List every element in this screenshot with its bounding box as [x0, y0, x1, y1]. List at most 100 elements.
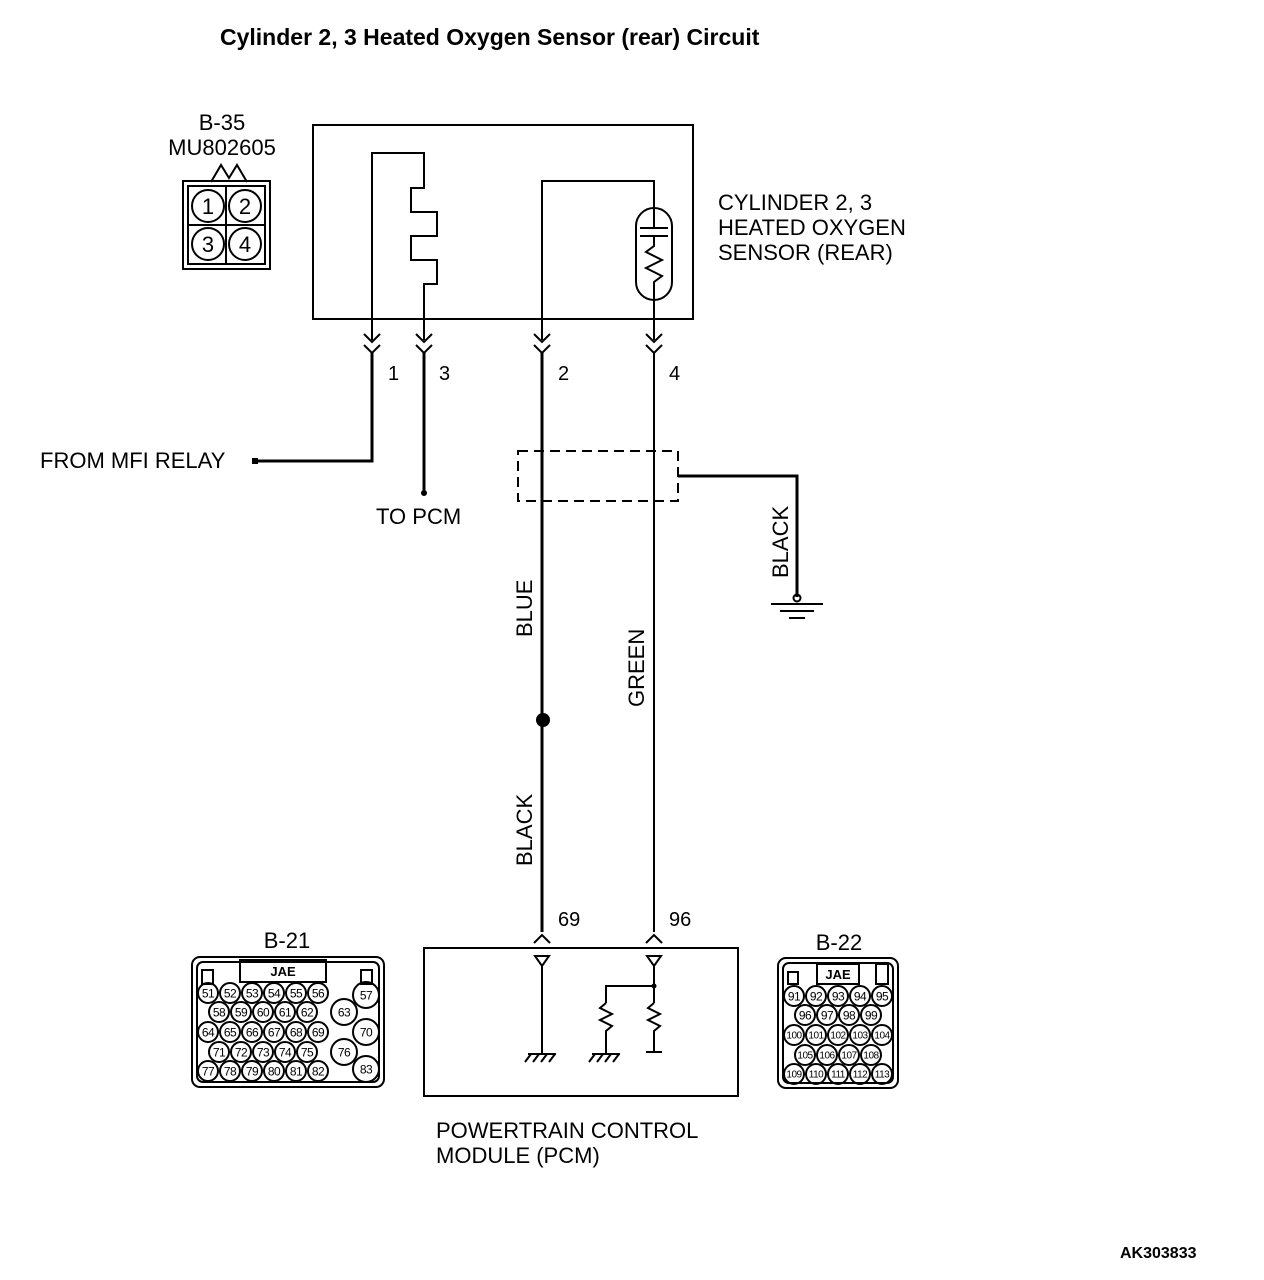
b21-pin — [352, 981, 380, 1009]
b21-pin — [330, 1038, 358, 1066]
b21-pin-label: 78 — [224, 1064, 237, 1078]
b21-pin — [285, 1021, 307, 1043]
pin-4-label: 4 — [669, 363, 680, 385]
pcm-pin-96-label: 96 — [669, 909, 691, 931]
connector-b22-body — [777, 957, 899, 1089]
b22-pin — [849, 1024, 871, 1046]
b22-pin-label: 111 — [831, 1070, 846, 1081]
b22-pin — [794, 1004, 816, 1026]
b22-pin — [838, 1044, 860, 1066]
b22-pin-label: 96 — [799, 1008, 812, 1022]
b21-pin-label: 80 — [268, 1064, 281, 1078]
pcm-label-line1: POWERTRAIN CONTROL — [436, 1118, 698, 1143]
b21-pin-label: 60 — [257, 1005, 270, 1019]
pin-2-label: 2 — [558, 363, 569, 385]
b21-pin — [219, 1060, 241, 1082]
b21-pin — [230, 1041, 252, 1063]
b22-pin-label: 113 — [875, 1070, 890, 1081]
pcm-pin-69-label: 69 — [558, 909, 580, 931]
connector-b21-maker: JAE — [270, 964, 296, 979]
b21-pin — [197, 1021, 219, 1043]
b22-pin — [849, 1063, 871, 1085]
b21-pin-label: 79 — [246, 1064, 259, 1078]
b35-pin-1-label: 1 — [202, 194, 214, 219]
b21-pin-label: 83 — [360, 1062, 373, 1076]
b22-pin-label: 98 — [843, 1008, 856, 1022]
b21-pin-label: 65 — [224, 1025, 237, 1039]
b22-pin-label: 107 — [841, 1051, 857, 1062]
b21-pin-label: 63 — [338, 1005, 351, 1019]
b21-pin — [263, 982, 285, 1004]
b22-pin — [871, 985, 893, 1007]
b21-pin — [252, 1001, 274, 1023]
b21-pin — [263, 1021, 285, 1043]
b21-pin — [307, 982, 329, 1004]
connector-b21-id: B-21 — [264, 928, 310, 953]
sensor-box — [312, 124, 694, 320]
b21-pin-label: 73 — [257, 1045, 270, 1059]
b22-pin — [827, 1063, 849, 1085]
wire-mfi-relay — [258, 353, 374, 463]
sensor-resistor — [643, 236, 665, 340]
b21-pin — [274, 1041, 296, 1063]
b21-pin — [307, 1021, 329, 1043]
b22-pin-label: 91 — [788, 989, 801, 1003]
b35-pin-4 — [228, 227, 262, 261]
b21-pin — [274, 1001, 296, 1023]
sensor-label-line2: HEATED OXYGEN — [718, 215, 906, 240]
pcm-module: POWERTRAIN CONTROL MODULE (PCM) — [423, 947, 739, 1168]
b21-pin-label: 66 — [246, 1025, 259, 1039]
b22-pin — [805, 1063, 827, 1085]
sensor-label-line1: CYLINDER 2, 3 — [718, 190, 872, 215]
b21-pin — [296, 1001, 318, 1023]
pin-1-label: 1 — [388, 363, 399, 385]
heater-element — [371, 152, 438, 340]
b22-pin — [805, 985, 827, 1007]
b22-pin-label: 110 — [809, 1070, 824, 1081]
to-pcm-label: TO PCM — [376, 504, 461, 529]
b21-pin-label: 81 — [290, 1064, 303, 1078]
connector-b35-body — [182, 180, 271, 270]
b21-pin-label: 54 — [268, 986, 281, 1000]
sensor-pin-terminals: 1 3 2 4 — [363, 333, 680, 385]
b22-pin — [871, 1063, 893, 1085]
pcm-label-line2: MODULE (PCM) — [436, 1143, 600, 1168]
b21-pin-label: 71 — [213, 1045, 226, 1059]
pin-3-label: 3 — [439, 363, 450, 385]
b21-pin-label: 69 — [312, 1025, 325, 1039]
b21-pin-label: 77 — [202, 1064, 215, 1078]
b22-pin-label: 112 — [853, 1070, 868, 1081]
b21-pin-label: 51 — [202, 986, 215, 1000]
b22-pin-label: 100 — [786, 1031, 802, 1042]
b21-pin — [285, 1060, 307, 1082]
b21-pin-label: 70 — [360, 1025, 373, 1039]
pcm-box — [423, 947, 739, 1097]
b22-pin — [849, 985, 871, 1007]
b21-pin-label: 53 — [246, 986, 259, 1000]
b22-pin-label: 99 — [865, 1008, 878, 1022]
b22-pin — [816, 1004, 838, 1026]
b21-pin — [330, 998, 358, 1026]
b21-pin-label: 67 — [268, 1025, 281, 1039]
wire-color-blue: BLUE — [512, 580, 537, 637]
b21-pin — [352, 1055, 380, 1083]
b35-pin-3 — [191, 227, 225, 261]
b21-pin-label: 68 — [290, 1025, 303, 1039]
shield-ground-wire — [678, 474, 799, 597]
b21-pin-label: 57 — [360, 988, 373, 1002]
b21-pin — [230, 1001, 252, 1023]
b35-pin-2-label: 2 — [239, 194, 251, 219]
pcm-resistor-2 — [645, 1002, 663, 1052]
b22-pin-label: 95 — [876, 989, 889, 1003]
b21-pin — [241, 1021, 263, 1043]
b21-pin — [352, 1018, 380, 1046]
b21-pin-label: 61 — [279, 1005, 292, 1019]
b22-pin — [816, 1044, 838, 1066]
b35-pin-2 — [228, 189, 262, 223]
b21-pin — [197, 1060, 219, 1082]
b21-pin-label: 64 — [202, 1025, 215, 1039]
b21-pin-label: 56 — [312, 986, 325, 1000]
b21-pin-label: 74 — [279, 1045, 292, 1059]
